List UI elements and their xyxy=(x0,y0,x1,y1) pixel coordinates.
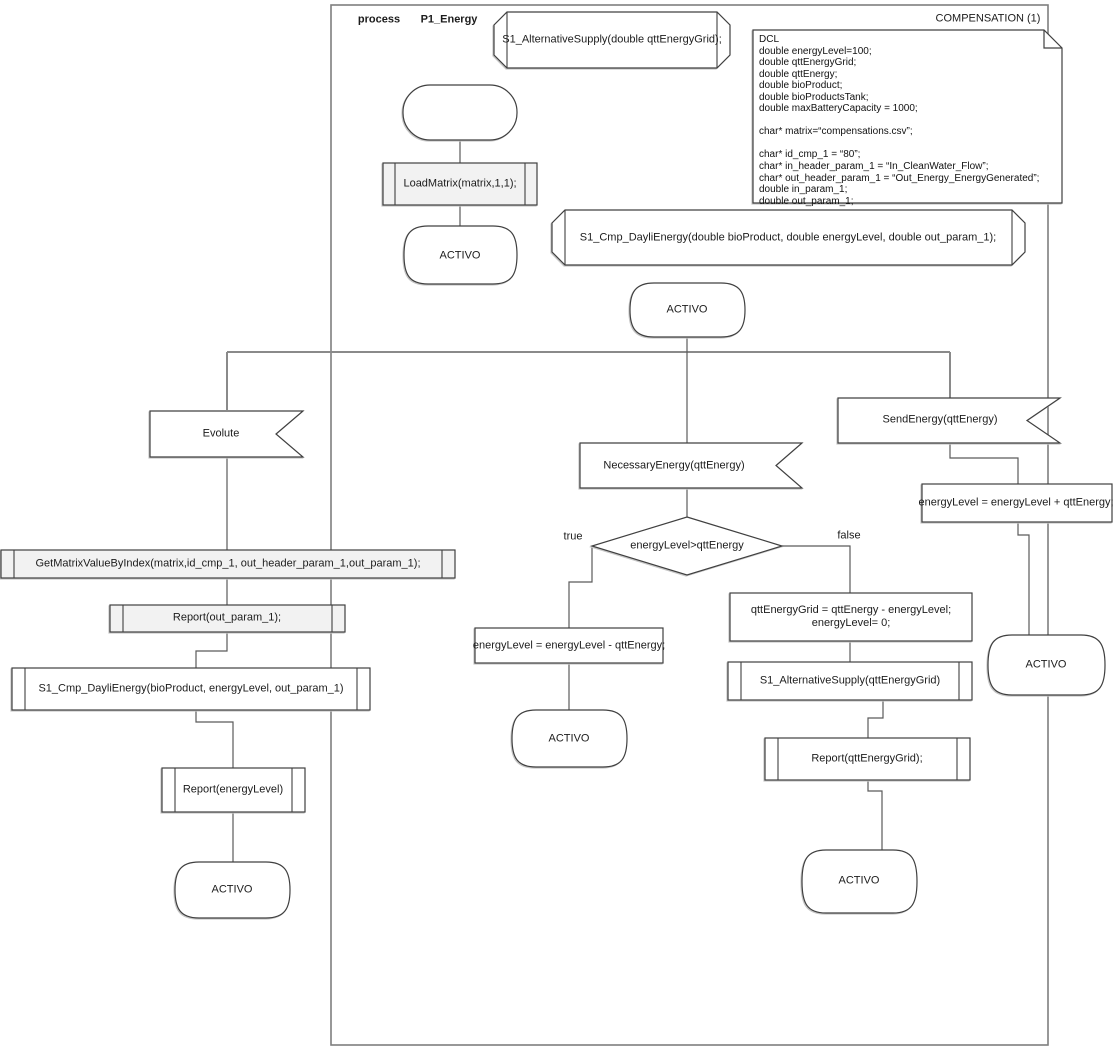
report-out-param-shape[interactable] xyxy=(109,604,346,633)
state-activo-false[interactable] xyxy=(801,849,918,914)
connector-true-branch xyxy=(568,546,593,628)
minus-task-shape[interactable] xyxy=(474,627,664,664)
report-grid-shape[interactable] xyxy=(764,737,971,781)
necessary-energy-input-shape[interactable] xyxy=(579,442,804,489)
dcl-note-shape[interactable] xyxy=(752,29,1063,204)
connector-report-cmp xyxy=(195,632,228,668)
connector-alt-report3 xyxy=(867,700,884,738)
plus-task-shape[interactable] xyxy=(921,483,1113,523)
start-symbol[interactable] xyxy=(402,84,518,141)
dcl-text: DCL double energyLevel=100; double qttEn… xyxy=(759,34,1040,207)
connector-report3-activo xyxy=(867,780,883,850)
state-activo-true[interactable] xyxy=(511,709,628,768)
process-frame xyxy=(330,4,1049,1046)
load-matrix-shape[interactable] xyxy=(382,162,538,206)
signal-cmp-dayli-shape[interactable] xyxy=(551,209,1026,266)
connectors xyxy=(195,140,1030,862)
connector-false-branch xyxy=(782,545,851,593)
grid-task-shape[interactable] xyxy=(729,592,973,642)
decision-diamond[interactable] xyxy=(589,516,785,576)
report-energy-level-shape[interactable] xyxy=(161,767,306,813)
connector-cmp-report2 xyxy=(195,710,234,768)
connector-plus-activo xyxy=(1017,522,1030,635)
signal-alternative-supply-shape[interactable] xyxy=(493,11,731,69)
send-energy-input-shape[interactable] xyxy=(837,397,1062,444)
cmp-dayli-call-shape[interactable] xyxy=(11,667,371,711)
state-activo-init[interactable] xyxy=(403,225,518,285)
state-activo-send[interactable] xyxy=(987,634,1106,696)
state-activo-evolute[interactable] xyxy=(174,861,291,919)
get-matrix-shape[interactable] xyxy=(0,549,456,579)
state-activo-mid[interactable] xyxy=(629,282,746,338)
connector-send-plus xyxy=(949,443,1019,484)
alternative-supply-call-shape[interactable] xyxy=(727,661,973,701)
evolute-input-shape[interactable] xyxy=(149,410,305,458)
